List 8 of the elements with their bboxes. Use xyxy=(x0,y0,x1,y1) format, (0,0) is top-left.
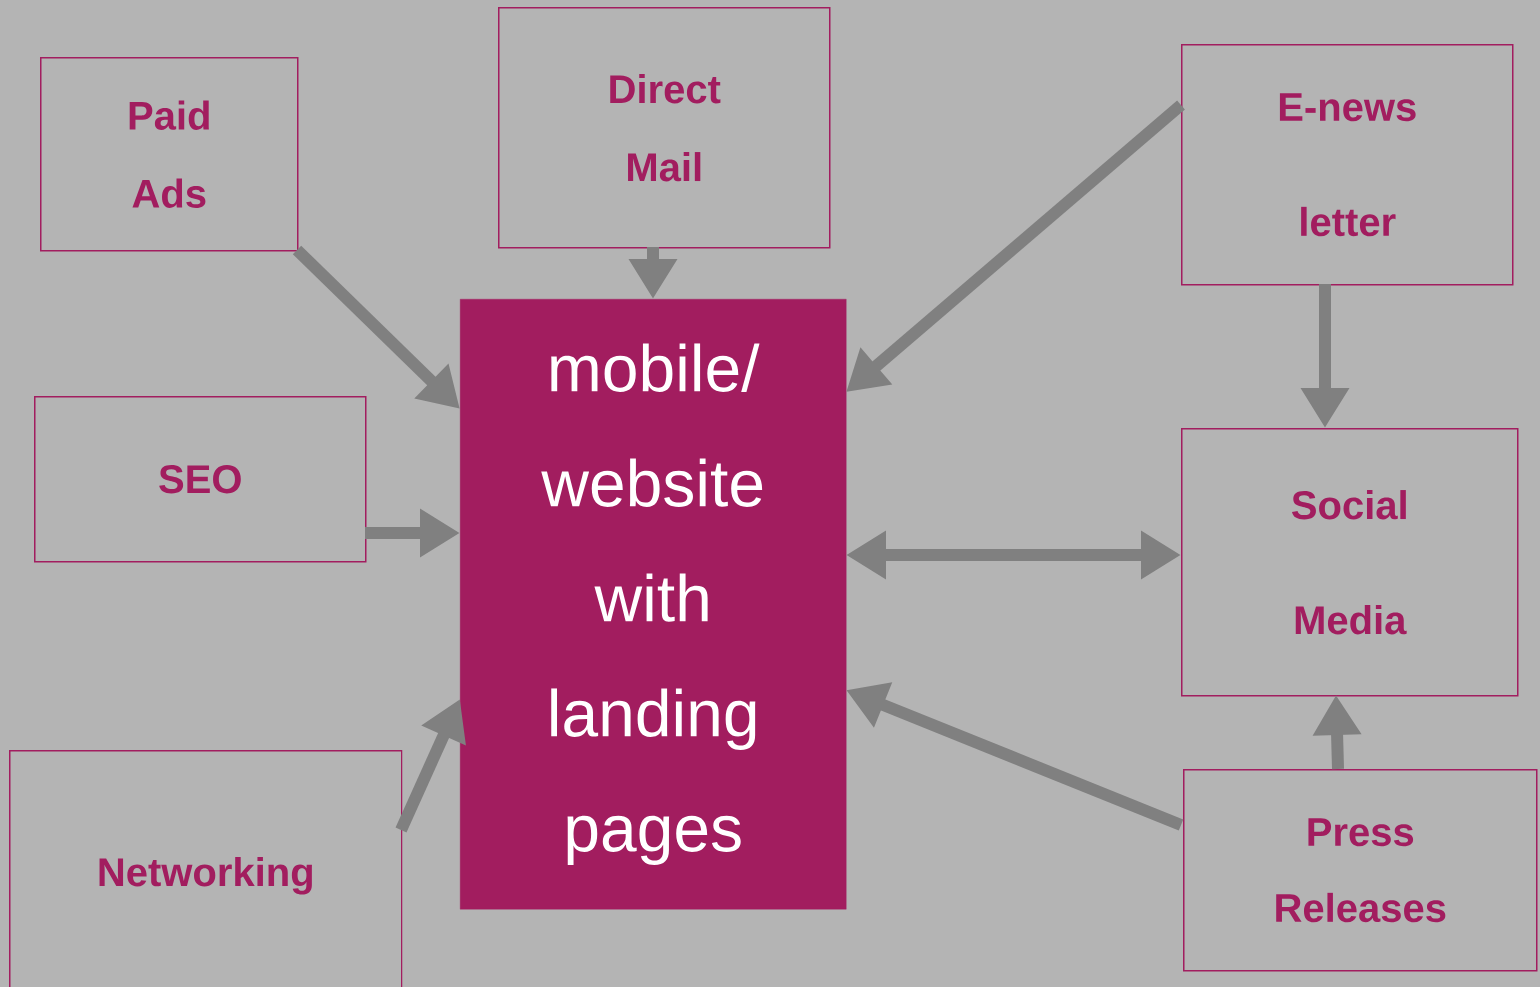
main-box: mobile/ website with landing pages xyxy=(460,299,847,910)
channel-box: Social Media xyxy=(1181,428,1519,697)
channel-box: Networking xyxy=(9,750,403,987)
channel-box: Paid Ads xyxy=(40,57,299,252)
channel-box: Press Releases xyxy=(1183,769,1538,972)
channel-box: SEO xyxy=(34,396,367,563)
channel-box: E-news letter xyxy=(1181,44,1514,286)
channel-box: Direct Mail xyxy=(498,7,831,249)
